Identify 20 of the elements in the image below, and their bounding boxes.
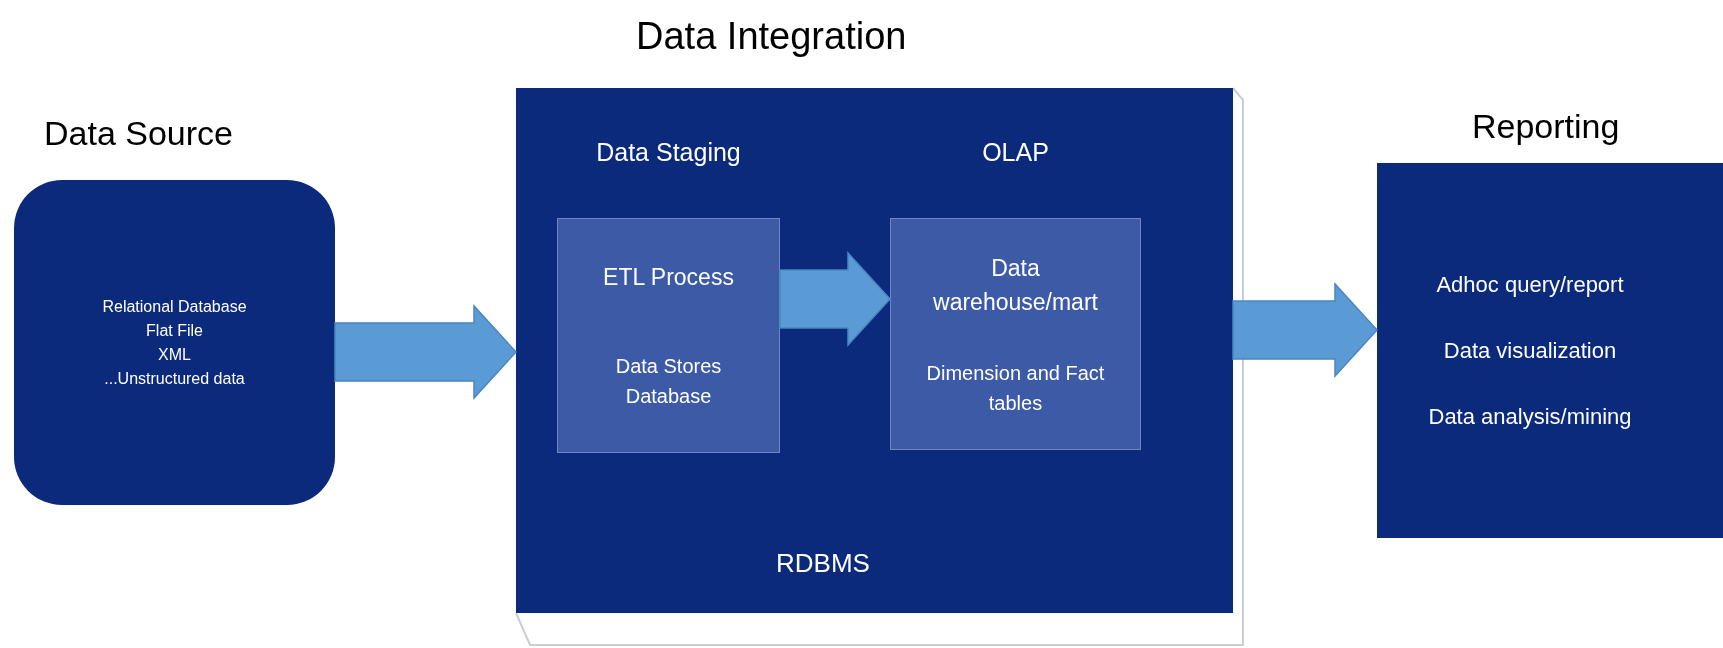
process-text: Dimension and Fact tables [925, 360, 1106, 416]
source-type-text: Flat File [146, 320, 203, 341]
process-text: ETL Process [602, 262, 735, 292]
source-type-text: ...Unstructured data [104, 368, 245, 389]
source-type-text: XML [158, 344, 191, 365]
section-heading: Data Integration [636, 14, 907, 59]
process-text: Data Stores Database [614, 354, 723, 410]
block-arrow [779, 251, 891, 347]
report-type-text: Data analysis/mining [1428, 403, 1632, 431]
report-type-text: Data visualization [1443, 337, 1617, 365]
report-type-text: Adhoc query/report [1436, 271, 1624, 299]
stage-heading: Data Staging [595, 137, 742, 168]
section-heading: Data Source [44, 113, 233, 154]
source-type-text: Relational Database [102, 296, 247, 317]
stage-heading: OLAP [981, 137, 1050, 168]
platform-label: RDBMS [776, 547, 870, 580]
block-arrow [334, 304, 517, 400]
block-arrow [1232, 282, 1378, 378]
section-heading: Reporting [1472, 106, 1620, 147]
process-text: Data warehouse/mart [932, 253, 1099, 317]
